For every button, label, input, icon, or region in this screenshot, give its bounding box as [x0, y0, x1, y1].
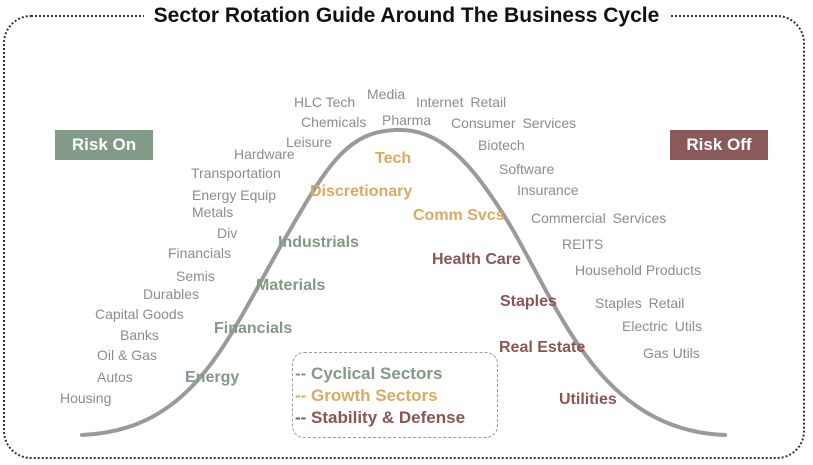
- sector-label: Comm Svcs: [413, 207, 505, 224]
- legend-defensive: -- Stability & Defense: [295, 408, 466, 427]
- industry-label: Commercial Services: [531, 210, 667, 226]
- sector-label: Staples: [500, 293, 557, 310]
- industry-label: Staples Retail: [595, 295, 685, 311]
- industry-label: Pharma: [382, 112, 432, 128]
- industry-label: Metals: [192, 204, 234, 220]
- industry-label: Gas Utils: [643, 345, 700, 361]
- industry-label: Autos: [97, 369, 133, 385]
- industry-label: Insurance: [517, 182, 579, 198]
- industry-label: Electric Utils: [622, 318, 703, 334]
- industry-label: Oil & Gas: [97, 347, 157, 363]
- legend: -- Cyclical Sectors -- Growth Sectors --…: [292, 352, 498, 438]
- sector-label: Industrials: [278, 234, 359, 251]
- industry-label: Capital Goods: [95, 306, 184, 322]
- sector-label: Energy: [185, 369, 240, 386]
- industry-label: Internet Retail: [416, 94, 507, 110]
- legend-cyclical: -- Cyclical Sectors: [295, 364, 443, 383]
- industry-label: Media: [367, 86, 406, 102]
- industry-label: Leisure: [286, 134, 332, 150]
- industry-label: Div: [217, 225, 238, 241]
- industry-label: Housing: [60, 390, 112, 406]
- industry-label: Energy Equip: [192, 187, 277, 203]
- risk-off-badge: Risk Off: [670, 130, 768, 160]
- risk-on-badge: Risk On: [55, 130, 153, 160]
- title-text: Sector Rotation Guide Around The Busines…: [143, 4, 670, 27]
- industry-label: Durables: [143, 286, 200, 302]
- industry-label: Software: [499, 161, 555, 177]
- industry-label: Chemicals: [301, 114, 367, 130]
- sector-label: Financials: [214, 320, 293, 337]
- sector-label: Discretionary: [310, 183, 413, 200]
- industry-label: Semis: [176, 268, 215, 284]
- sector-label: Utilities: [559, 391, 617, 408]
- sector-label: Real Estate: [499, 339, 586, 356]
- industry-label: REITS: [562, 236, 604, 252]
- page-title: Sector Rotation Guide Around The Busines…: [0, 4, 813, 28]
- legend-growth: -- Growth Sectors: [295, 386, 438, 405]
- industry-label: Hardware: [234, 146, 295, 162]
- industry-label: Consumer Services: [451, 115, 577, 131]
- industry-label: Household Products: [575, 262, 702, 278]
- industry-label: HLC Tech: [294, 94, 356, 110]
- industry-label: Financials: [168, 245, 232, 261]
- sector-label: Materials: [256, 277, 326, 294]
- sector-label: Tech: [375, 150, 412, 167]
- industry-label: Transportation: [191, 165, 281, 181]
- industry-label: Biotech: [478, 137, 525, 153]
- sector-label: Health Care: [432, 251, 521, 268]
- industry-label: Banks: [120, 327, 159, 343]
